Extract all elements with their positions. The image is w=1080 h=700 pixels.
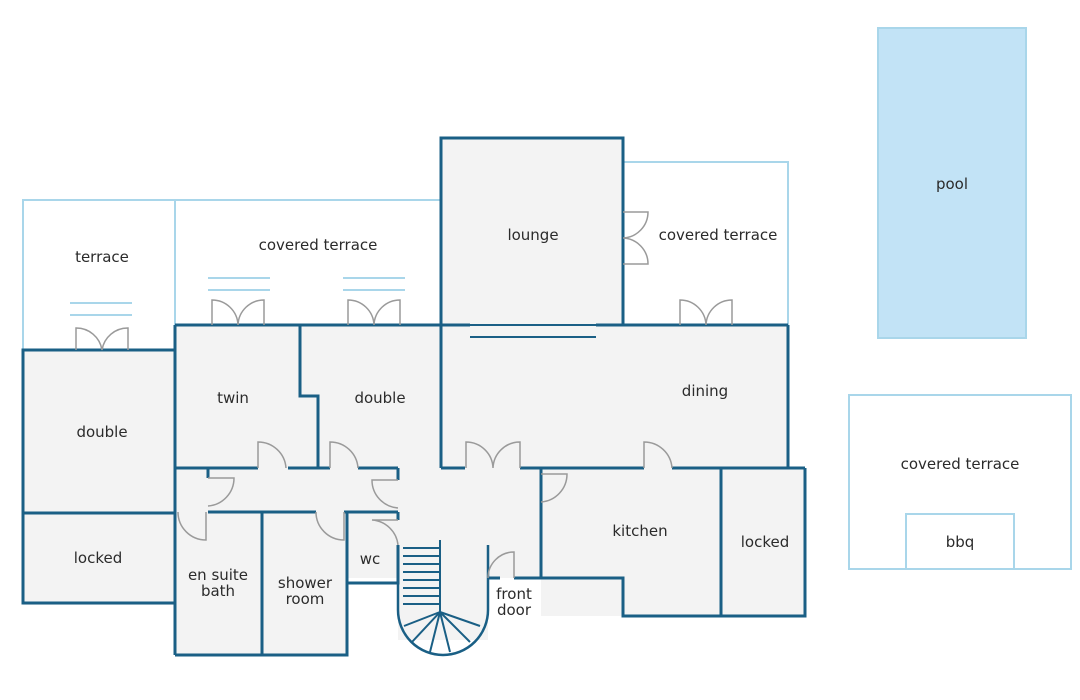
floor-fills: [23, 138, 805, 656]
staircase: [403, 540, 481, 653]
label-covered-terrace-bbq: covered terrace: [901, 455, 1020, 473]
label-terrace: terrace: [75, 248, 129, 266]
doors: [75, 211, 733, 579]
label-wc: wc: [360, 550, 381, 568]
label-front-door-line1: front: [496, 585, 532, 603]
label-double-left: double: [76, 423, 127, 441]
bbq-outline: [905, 513, 1015, 570]
label-covered-terrace-right: covered terrace: [659, 226, 778, 244]
walls: [21, 136, 807, 657]
label-twin: twin: [217, 389, 249, 407]
pool-area: [877, 27, 1027, 339]
label-shower-line2: room: [286, 590, 325, 608]
label-en-suite-line2: bath: [201, 582, 235, 600]
label-locked-left: locked: [74, 549, 123, 567]
label-lounge: lounge: [507, 226, 558, 244]
room-labels: terrace covered terrace lounge covered t…: [74, 175, 1020, 619]
label-kitchen: kitchen: [612, 522, 667, 540]
label-locked-right: locked: [741, 533, 790, 551]
label-dining: dining: [682, 382, 728, 400]
label-en-suite-line1: en suite: [188, 566, 248, 584]
label-front-door-line2: door: [497, 601, 532, 619]
windows: [70, 277, 596, 338]
outdoor-outlines: [22, 161, 1072, 570]
label-covered-terrace-left: covered terrace: [259, 236, 378, 254]
label-pool: pool: [936, 175, 968, 193]
label-shower-line1: shower: [278, 574, 333, 592]
label-double-middle: double: [354, 389, 405, 407]
label-bbq: bbq: [946, 533, 975, 551]
